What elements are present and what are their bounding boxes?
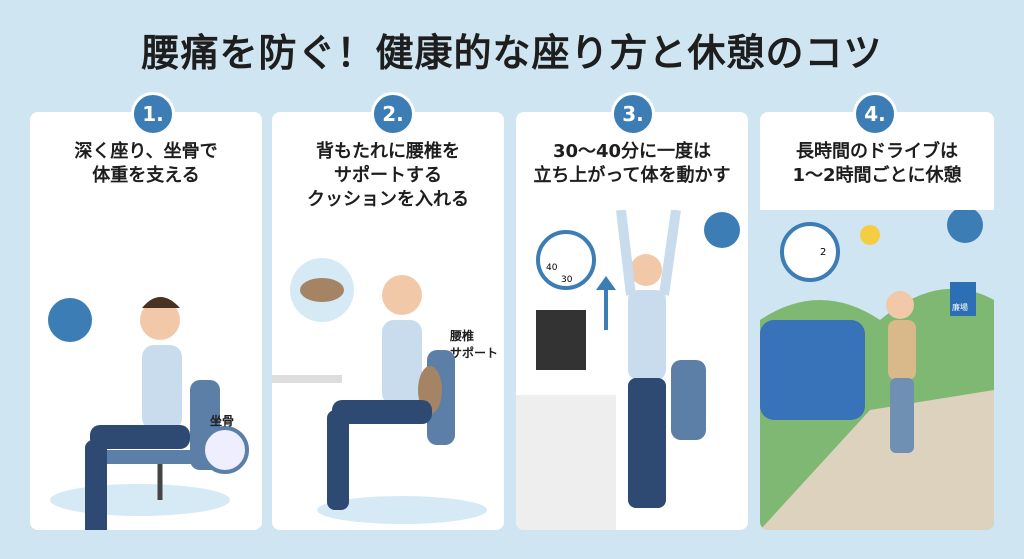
card-stand-up: 30〜40分に一度は 立ち上がって体を動かす 40 30 xyxy=(516,112,748,530)
card-sit-deep: 深く座り、坐骨で 体重を支える 坐骨 xyxy=(30,112,262,530)
stretching-person-illustration: 40 30 xyxy=(516,210,740,530)
up-down-arrows-icon xyxy=(704,212,740,248)
step-number-2: 2. xyxy=(371,92,415,136)
svg-text:40: 40 xyxy=(546,263,558,273)
lumbar-support-label: 腰椎 サポート xyxy=(450,329,499,360)
clock-icon xyxy=(780,222,840,282)
svg-text:廉場: 廉場 xyxy=(952,302,968,312)
clock-icon xyxy=(536,230,596,290)
cushion-illustration xyxy=(272,258,487,524)
svg-text:2: 2 xyxy=(820,247,826,258)
step-number-3: 3. xyxy=(611,92,655,136)
cushion-icon xyxy=(300,278,344,302)
step-number-4: 4. xyxy=(853,92,897,136)
footprints-icon xyxy=(947,210,983,243)
svg-text:30: 30 xyxy=(561,275,573,285)
sun-icon xyxy=(860,225,880,245)
card-title: 30〜40分に一度は 立ち上がって体を動かす xyxy=(533,141,731,186)
car xyxy=(760,320,865,420)
step-number-1: 1. xyxy=(131,92,175,136)
card-title: 深く座り、坐骨で 体重を支える xyxy=(74,141,218,186)
card-lumbar-support: 背もたれに腰椎を サポートする クッションを入れる 腰椎 サポート xyxy=(272,112,504,530)
magnifier-icon xyxy=(201,426,249,474)
parking-sign xyxy=(950,282,976,316)
card-drive-break: 長時間のドライブは 1〜2時間ごとに休憩 2 廉場 xyxy=(760,112,994,530)
roadside-rest-illustration: 2 廉場 xyxy=(760,210,994,530)
pelvis-icon xyxy=(48,298,92,342)
ischium-label: 坐骨 xyxy=(210,414,235,428)
card-title: 背もたれに腰椎を サポートする クッションを入れる xyxy=(307,141,469,210)
sitting-person-illustration xyxy=(48,297,249,530)
page-title: 腰痛を防ぐ！健康的な座り方と休憩のコツ xyxy=(141,31,883,75)
card-title: 長時間のドライブは 1〜2時間ごとに休憩 xyxy=(792,141,962,186)
